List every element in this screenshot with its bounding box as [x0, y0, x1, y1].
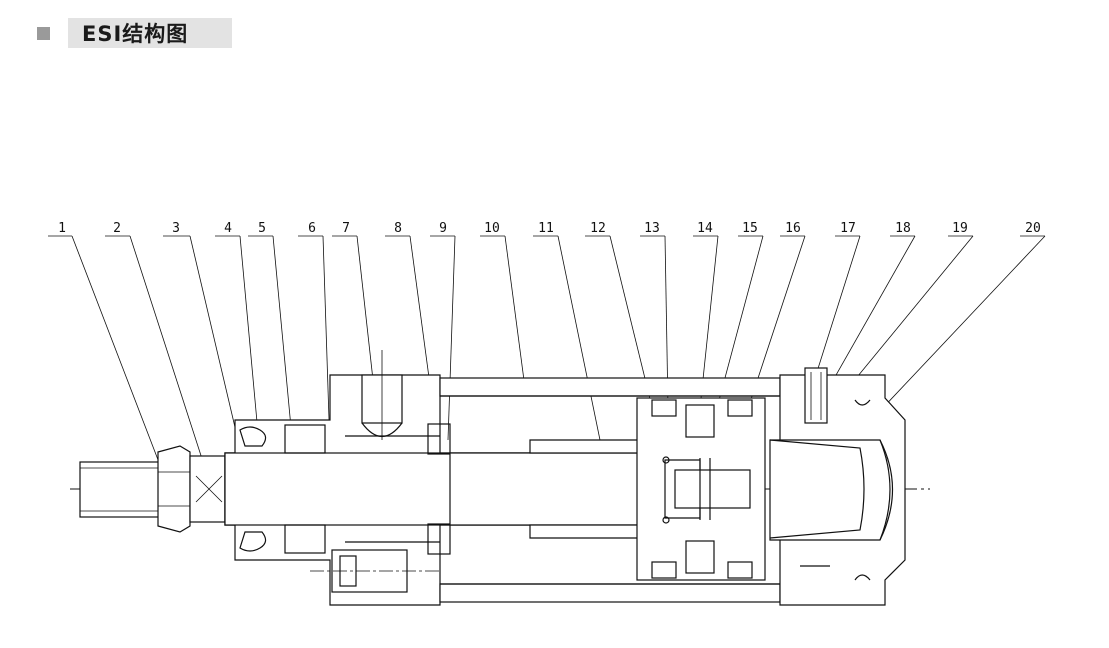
part-label-3: 3 — [172, 221, 180, 236]
part-label-4: 4 — [224, 221, 232, 236]
part-label-6: 6 — [308, 221, 316, 236]
part-label-15: 15 — [742, 221, 758, 236]
part-label-20: 20 — [1025, 221, 1041, 236]
part-label-12: 12 — [590, 221, 606, 236]
leader-line-6 — [322, 235, 331, 451]
part-label-9: 9 — [439, 221, 447, 236]
leader-line-10 — [504, 235, 526, 389]
title-square-icon — [37, 26, 50, 40]
leader-line-20 — [861, 235, 1046, 431]
title-block: ESI结构图 — [37, 18, 232, 48]
cylinder-drawing — [70, 350, 930, 606]
leader-line-2 — [129, 235, 206, 469]
leader-line-9 — [447, 235, 456, 441]
part-label-7: 7 — [342, 221, 350, 236]
rod-thread-end — [79, 461, 161, 518]
piston-nut-stud — [674, 469, 751, 509]
part-label-17: 17 — [840, 221, 856, 236]
leader-line-17 — [814, 235, 861, 379]
rod-wrench-flat — [189, 455, 226, 523]
title-bar: ESI结构图 — [68, 18, 232, 48]
page-title: ESI结构图 — [82, 22, 189, 46]
part-label-5: 5 — [258, 221, 266, 236]
part-label-16: 16 — [785, 221, 801, 236]
leader-line-8 — [409, 235, 433, 401]
part-label-8: 8 — [394, 221, 402, 236]
barrel-tube-bottom — [439, 583, 781, 603]
barrel-tube-top — [439, 377, 781, 397]
part-label-14: 14 — [697, 221, 713, 236]
leader-line-18 — [822, 235, 916, 399]
part-label-19: 19 — [952, 221, 968, 236]
leader-line-5 — [272, 235, 293, 439]
part-label-1: 1 — [58, 221, 66, 236]
leader-line-11 — [557, 235, 601, 441]
part-label-13: 13 — [644, 221, 660, 236]
part-label-10: 10 — [484, 221, 500, 236]
leader-line-3 — [189, 235, 239, 441]
cushion-adjust-valve — [804, 367, 828, 424]
rod-nut — [157, 445, 191, 533]
leader-line-1 — [71, 235, 166, 479]
leader-line-4 — [239, 235, 259, 434]
part-label-18: 18 — [895, 221, 911, 236]
part-label-11: 11 — [538, 221, 554, 236]
part-label-2: 2 — [113, 221, 121, 236]
